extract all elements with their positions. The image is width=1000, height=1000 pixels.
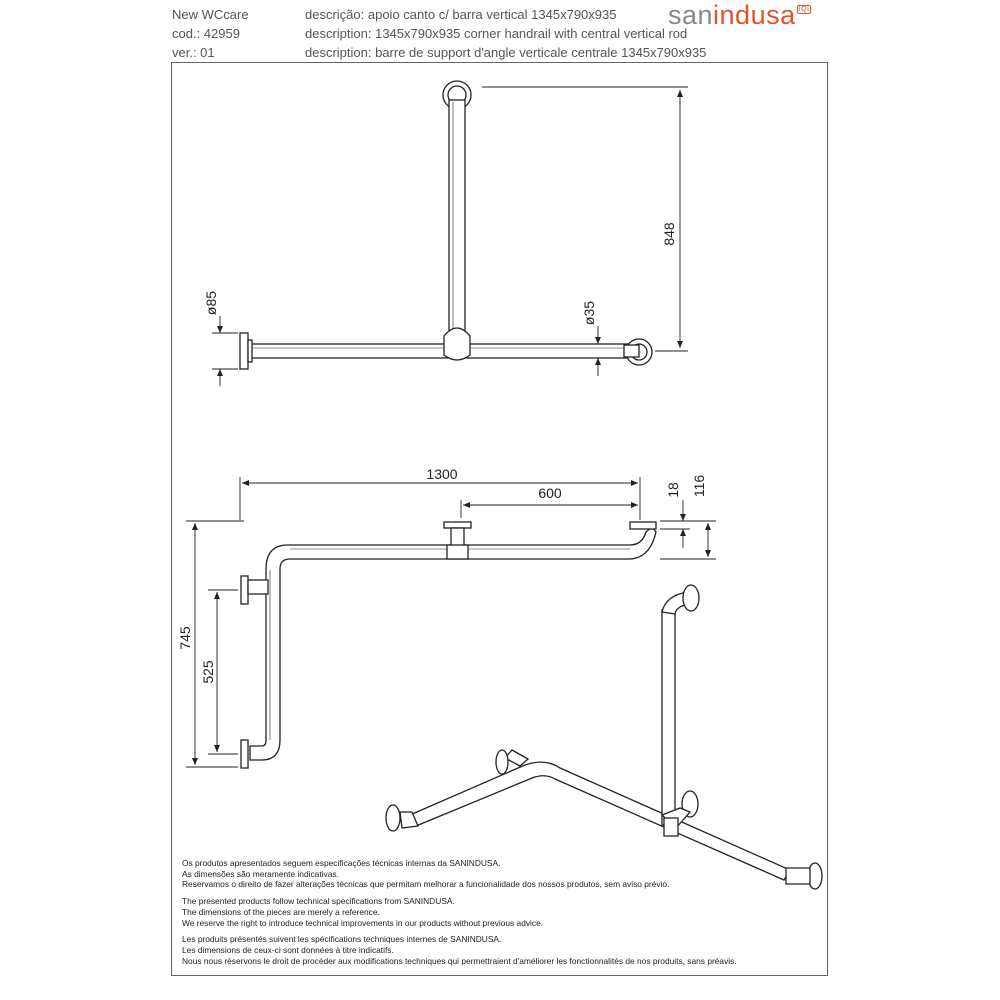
- front-right-flange: [629, 521, 657, 530]
- top-view: [239, 80, 653, 370]
- note-line: Nous nous réservons le droit de procéder…: [182, 955, 737, 966]
- logo-text-indusa: indusa: [713, 0, 796, 30]
- note-line: Os produtos apresentados seguem especifi…: [182, 858, 501, 868]
- front-central-flange: [443, 521, 472, 529]
- product-descriptions: descrição: apoio canto c/ barra vertical…: [305, 5, 706, 62]
- dim-745: 745: [177, 626, 193, 650]
- dim-600: 600: [538, 485, 562, 501]
- note-line: Les produits présentés suivent les spéci…: [182, 934, 502, 945]
- product-line: New WCcare: [172, 7, 249, 22]
- note-line: As dimensões são meramente indicativas.: [182, 868, 339, 879]
- dim-18: 18: [665, 482, 681, 498]
- horizontal-bar: [249, 343, 633, 359]
- logo-mark: IQI: [796, 5, 812, 14]
- product-code: cod.: 42959: [172, 26, 240, 41]
- description-en: description: 1345x790x935 corner handrai…: [305, 26, 688, 41]
- iso-top-flange: [682, 584, 700, 612]
- note-line: The presented products follow technical …: [182, 896, 455, 907]
- left-flange: [239, 332, 249, 370]
- dim-116: 116: [691, 475, 707, 498]
- product-info: New WCcare cod.: 42959 ver.: 01: [172, 5, 249, 62]
- description-pt: descrição: apoio canto c/ barra vertical…: [305, 7, 617, 22]
- iso-left-flange: [385, 804, 401, 832]
- dim-diameter-85: ø85: [203, 291, 219, 315]
- central-connector: [443, 327, 471, 361]
- top-view-dimensions: [212, 86, 688, 386]
- dim-525: 525: [200, 660, 216, 684]
- front-left-top-flange: [240, 575, 249, 605]
- vertical-rod: [448, 99, 466, 351]
- front-view-dimensions: [186, 477, 716, 768]
- product-version: ver.: 01: [172, 45, 215, 60]
- dim-diameter-35: ø35: [581, 301, 597, 325]
- legal-notes: Os produtos apresentados seguem especifi…: [182, 852, 822, 972]
- iso-back-flange: [495, 749, 509, 775]
- note-line: The dimensions of the pieces are merely …: [182, 906, 380, 917]
- note-line: Reservamos o direito de fazer alterações…: [182, 879, 670, 890]
- iso-vertical-rod: [661, 609, 676, 826]
- note-line: We reserve the right to introduce techni…: [182, 917, 544, 928]
- isometric-view: [385, 584, 823, 890]
- note-line: Les dimensions de ceux-ci sont données à…: [182, 944, 394, 955]
- drawing-frame: [171, 62, 828, 976]
- description-fr: description: barre de support d'angle ve…: [305, 45, 707, 60]
- front-view: [240, 521, 657, 769]
- dim-1300: 1300: [426, 466, 457, 482]
- iso-bar-diagonal: [409, 761, 791, 881]
- logo-text-san: san: [668, 0, 714, 30]
- dim-848: 848: [661, 222, 677, 246]
- l-shaped-bar: [249, 526, 657, 761]
- front-left-bottom-flange: [240, 739, 249, 769]
